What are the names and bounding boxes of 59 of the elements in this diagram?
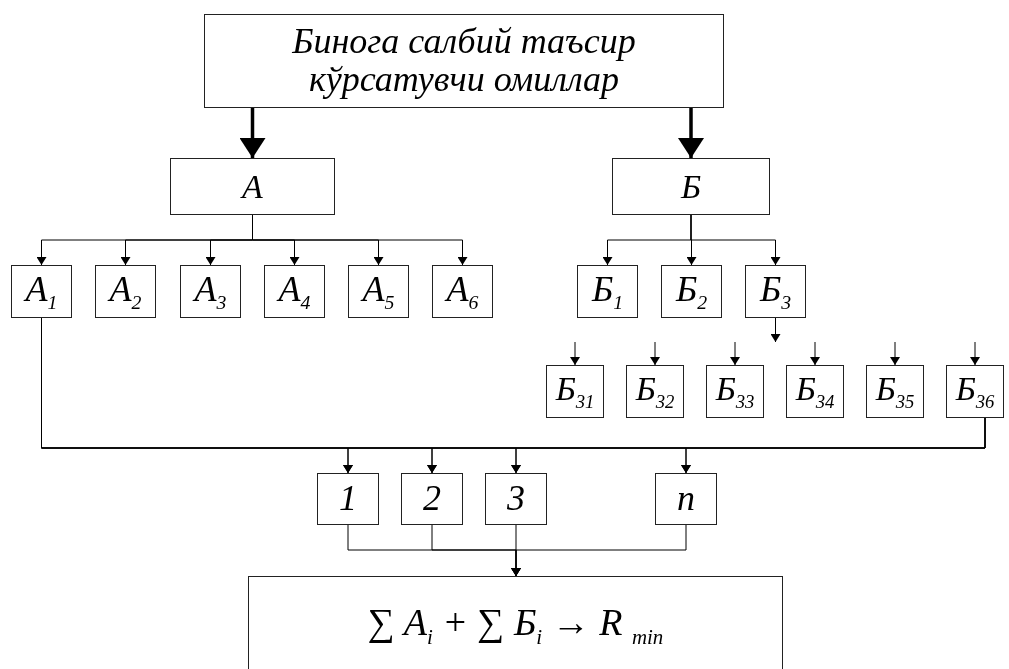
node-label: n [677,480,695,518]
connector-arrow [890,341,900,366]
factor-box [401,473,463,525]
node-label: А$_{1}$ [25,270,58,313]
node-label: Б$_{36}$ [955,371,995,412]
connector-arrow [650,341,660,366]
factor-box [577,265,638,318]
node-label: А$_{4}$ [278,270,311,313]
node-label: Б$_{2}$ [675,270,708,313]
node-label: А$_{2}$ [109,270,142,313]
connector-arrow [730,341,740,366]
connector-arrow [681,417,986,474]
node-label: Бинога салбий таъсир кўрсатувчи омиллар [291,23,637,99]
node-label: Б$_{3}$ [759,270,792,313]
formula-text: ∑ A$_{i}$ + ∑ Б$_{i}$ → R $_{min}$ [367,603,664,649]
factor-box [348,265,409,318]
connector-arrow [770,317,781,343]
factor-box [706,365,764,418]
connector-arrow [252,214,468,266]
factor-box [11,265,72,318]
factor-box [612,158,770,215]
connector-arrow [570,341,580,366]
node-label: Б$_{35}$ [875,371,915,412]
factor-box [95,265,156,318]
node-label: 2 [423,480,441,518]
node-label: Б$_{34}$ [795,371,835,412]
connector-arrow [970,341,980,366]
connector-arrow [678,108,704,158]
node-label: А$_{3}$ [194,270,227,313]
node-label: Б$_{32}$ [635,371,675,412]
factor-box [170,158,335,215]
node-label: Б$_{33}$ [715,371,755,412]
connector-arrow [690,214,781,266]
node-label: А$_{5}$ [362,270,395,313]
factor-box [786,365,844,418]
formula-box [248,576,783,669]
node-label: А$_{6}$ [446,270,479,313]
connector-arrow [810,341,820,366]
factor-box [661,265,722,318]
factor-box [655,473,717,525]
factor-box [264,265,325,318]
node-label: Б [680,168,702,205]
connector-arrow [511,524,687,577]
node-label: Б$_{1}$ [591,270,624,313]
node-label: 1 [339,480,357,518]
factor-box [626,365,684,418]
factor-box [745,265,806,318]
connector-arrow [239,108,266,158]
factor-box [432,265,493,318]
factor-box [546,365,604,418]
factor-box [317,473,379,525]
factor-box [180,265,241,318]
node-label: Б$_{31}$ [555,371,595,412]
factor-box [946,365,1004,418]
node-label: 3 [507,480,525,518]
heading-box [204,14,724,108]
factor-box [866,365,924,418]
factor-box [485,473,547,525]
node-label: А [242,168,263,205]
